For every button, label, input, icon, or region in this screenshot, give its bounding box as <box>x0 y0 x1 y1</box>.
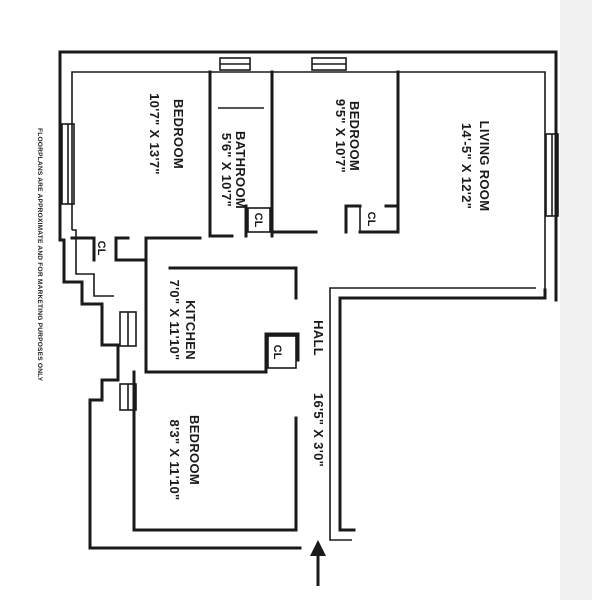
left-window <box>61 123 75 205</box>
entry-arrow-icon <box>310 540 326 586</box>
kitchen-dims: 7'0" X 11'10" <box>167 280 182 361</box>
interior-walls <box>70 70 547 550</box>
room-bathroom: BATHROOM 5'6" X 10'7" CL <box>219 131 264 228</box>
room-hall: HALL 16'5" X 3'0" <box>311 320 326 467</box>
room-bedroom-bottom: BEDROOM 8'3" X 11'10" <box>167 415 202 500</box>
room-kitchen: KITCHEN 7'0" X 11'10" CL <box>167 280 283 361</box>
bathroom-dims: 5'6" X 10'7" <box>219 133 234 207</box>
right-window <box>545 133 559 217</box>
living-room-name: LIVING ROOM <box>477 121 492 212</box>
bedroom-left-dims: 10'7" X 13'7" <box>147 93 162 175</box>
outer-walls <box>58 50 558 550</box>
bedroom-left-closet: CL <box>95 241 107 256</box>
room-living: LIVING ROOM 14'-5" X 12'2" <box>459 121 492 212</box>
bedroom-top-name: BEDROOM <box>347 101 362 171</box>
top-windows <box>219 57 347 71</box>
disclaimer: FLOORPLANS ARE APPROXIMATE AND FOR MARKE… <box>36 128 43 382</box>
bedroom-bottom-name: BEDROOM <box>187 415 202 485</box>
hall-dims: 16'5" X 3'0" <box>311 393 326 467</box>
room-bedroom-left: BEDROOM 10'7" X 13'7" CL <box>95 93 186 255</box>
living-room-dims: 14'-5" X 12'2" <box>459 123 474 209</box>
hall-name: HALL <box>311 320 326 356</box>
kitchen-name: KITCHEN <box>183 300 198 360</box>
left-lower-windows <box>119 311 137 411</box>
bedroom-top-dims: 9'5" X 10'7" <box>333 99 348 173</box>
bedroom-top-closet: CL <box>365 212 377 227</box>
kitchen-closet: CL <box>271 345 283 360</box>
room-bedroom-top: BEDROOM 9'5" X 10'7" CL <box>333 99 377 227</box>
bathroom-name: BATHROOM <box>233 131 248 209</box>
scan-margin <box>560 0 592 600</box>
bedroom-bottom-dims: 8'3" X 11'10" <box>167 420 182 501</box>
bathroom-closet: CL <box>252 213 264 228</box>
bedroom-left-name: BEDROOM <box>171 99 186 169</box>
